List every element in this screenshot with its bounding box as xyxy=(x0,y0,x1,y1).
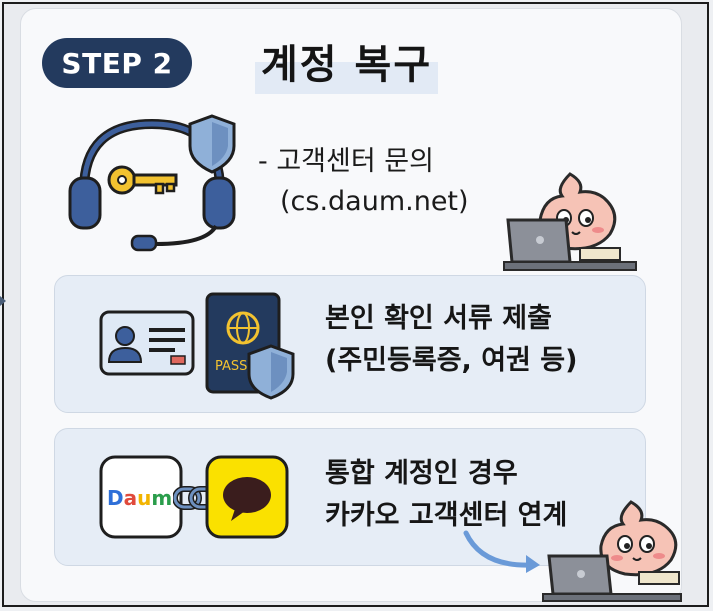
curved-arrow-icon xyxy=(463,530,540,573)
identity-line-1: 본인 확인 서류 제출 xyxy=(325,303,552,334)
identity-line-2: (주민등록증, 여권 등) xyxy=(325,345,578,376)
daum-logo-text: Daum xyxy=(107,486,172,510)
support-text: - 고객센터 문의 (cs.daum.net) xyxy=(258,142,469,222)
passport-icon: PASS xyxy=(205,292,295,400)
integrated-line-1: 통합 계정인 경우 xyxy=(325,458,518,489)
mascot-illustration xyxy=(542,500,682,602)
page-title: 계정 복구 xyxy=(261,42,433,88)
id-card-icon xyxy=(99,310,195,376)
mascot-illustration xyxy=(503,172,637,271)
kakaotalk-icon xyxy=(205,455,289,539)
integrated-account-panel: Daum 통합 계정인 경우 카카오 고객센터 연계 xyxy=(54,428,646,566)
daum-logo: Daum xyxy=(99,455,183,539)
integrated-text: 통합 계정인 경우 카카오 고객센터 연계 xyxy=(325,453,567,537)
passport-label: PASS xyxy=(215,359,247,374)
title-highlight: 계정 복구 xyxy=(255,36,439,94)
support-url: (cs.daum.net) xyxy=(280,186,469,217)
headset-icon xyxy=(68,114,236,252)
key-icon xyxy=(107,165,178,195)
identity-panel: PASS 본인 확인 서류 제출 (주민등록증, 여권 등) xyxy=(54,275,646,413)
step-badge: STEP 2 xyxy=(42,38,192,88)
shield-icon xyxy=(247,344,295,400)
identity-text: 본인 확인 서류 제출 (주민등록증, 여권 등) xyxy=(325,298,577,382)
shield-icon xyxy=(188,114,236,174)
integrated-line-2: 카카오 고객센터 연계 xyxy=(325,500,568,531)
support-line-1: - 고객센터 문의 xyxy=(258,146,434,177)
left-arrow-icon xyxy=(0,296,6,306)
